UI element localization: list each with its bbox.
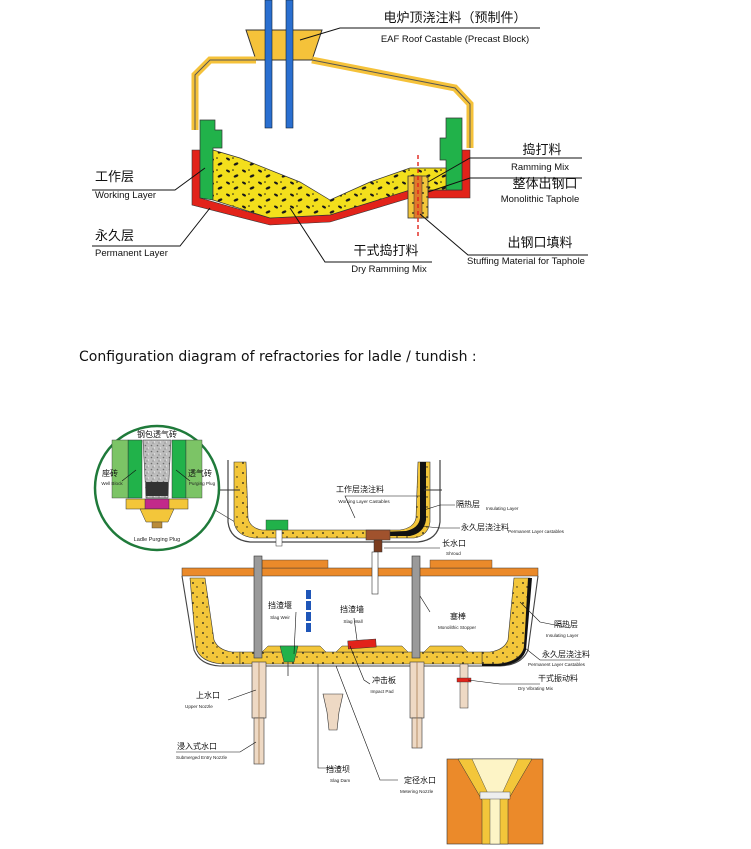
tundish-left-lining bbox=[189, 577, 241, 665]
eaf-working-layer-en: Working Layer bbox=[95, 190, 156, 201]
tundish-diagram: 挡渣堰 Slag Weir 挡渣墙 Slag Wall 塞棒 Monolithi… bbox=[176, 551, 590, 794]
upper-nozzle-cn: 上水口 bbox=[196, 690, 220, 700]
ladle-tundish-caption: Configuration diagram of refractories fo… bbox=[79, 349, 477, 365]
eaf-roof-castable-cn: 电炉顶浇注料（预制件） bbox=[383, 11, 526, 26]
purging-plug-inset: 钢包透气砖 座砖 Well Block 透气砖 Purging Plug Lad… bbox=[93, 424, 241, 552]
stopper-right bbox=[411, 555, 421, 659]
eaf-roof-funnel bbox=[245, 29, 323, 61]
tundish-shroud bbox=[371, 551, 379, 595]
purging-plug-core bbox=[146, 482, 168, 496]
eaf-monolithic-taphole-en: Monolithic Taphole bbox=[501, 194, 580, 205]
ladle-purging-plug-en: Ladle Purging Plug bbox=[134, 537, 180, 543]
tundish-permanent-cn: 永久层浇注料 bbox=[542, 649, 590, 659]
tundish-cover bbox=[181, 567, 539, 577]
ladle-permanent-layer bbox=[380, 462, 426, 536]
sen-en: Submerged Entry Nozzle bbox=[176, 755, 228, 760]
inset-title-cn: 钢包透气砖 bbox=[137, 429, 177, 439]
tundish-bottom-lining bbox=[239, 651, 483, 665]
sen-cn: 浸入式水口 bbox=[177, 741, 217, 751]
stopper-left bbox=[253, 555, 263, 659]
electrode-2 bbox=[285, 0, 294, 129]
slag-weir bbox=[306, 590, 311, 632]
eaf-dry-ramming-mix-en: Dry Ramming Mix bbox=[351, 264, 427, 275]
well-block-cn: 座砖 bbox=[102, 468, 118, 478]
eaf-permanent-layer-en: Permanent Layer bbox=[95, 248, 168, 259]
tundish-permanent-en: Permanent Layer Castables bbox=[528, 662, 586, 667]
upper-nozzle-en: Upper Nozzle bbox=[185, 704, 213, 709]
tundish-shell bbox=[181, 575, 539, 667]
eaf-roof-castable-en: EAF Roof Castable (Precast Block) bbox=[381, 34, 529, 45]
tundish-well-block bbox=[279, 645, 299, 663]
impact-pad bbox=[347, 638, 377, 650]
eaf-stuffing-material-en: Stuffing Material for Taphole bbox=[467, 256, 585, 267]
tundish-insulating-en: Insulating Layer bbox=[546, 633, 579, 638]
eaf-roof-left bbox=[191, 56, 256, 130]
dry-vibrating-en: Dry Vibrating Mix bbox=[518, 686, 554, 691]
ladle-permanent-castables-cn: 永久层浇注料 bbox=[461, 522, 509, 532]
eaf-diagram: 电炉顶浇注料（预制件） EAF Roof Castable (Precast B… bbox=[92, 0, 588, 275]
working-layer-castables-cn: 工作层浇注料 bbox=[336, 484, 384, 494]
eaf-working-layer-right bbox=[439, 117, 463, 191]
ladle-permanent-castables-en: Permanent Layer castables bbox=[508, 529, 565, 534]
purging-plug-cn: 透气砖 bbox=[188, 468, 212, 478]
shroud-en: Shroud bbox=[446, 551, 461, 556]
metering-nozzle-detail bbox=[446, 758, 544, 845]
ladle-working-layer bbox=[233, 461, 431, 539]
slag-weir-en: Slag Weir bbox=[270, 615, 290, 620]
slag-weir-cn: 挡渣堰 bbox=[268, 600, 292, 610]
impact-pad-cn: 冲击板 bbox=[372, 675, 396, 685]
eaf-working-layer-cn: 工作层 bbox=[95, 170, 134, 185]
metering-nozzle-en: Metering Nozzle bbox=[400, 789, 434, 794]
stopper-cn: 塞棒 bbox=[450, 611, 466, 621]
eaf-ramming-mix-cn: 捣打料 bbox=[522, 142, 561, 158]
eaf-monolithic-taphole-cn: 整体出钢口 bbox=[512, 177, 577, 192]
slag-dam-nozzle bbox=[322, 693, 344, 731]
eaf-permanent-layer-cn: 永久层 bbox=[95, 229, 134, 244]
eaf-stuffing-material-cn: 出钢口填料 bbox=[507, 236, 572, 251]
working-layer-castables-en: Working Layer Castables bbox=[338, 499, 390, 504]
shroud-cn: 长水口 bbox=[442, 538, 466, 548]
electrode-1 bbox=[264, 0, 273, 129]
slag-wall-cn: 挡渣墙 bbox=[340, 604, 364, 614]
slag-dam-en: Slag Dam bbox=[330, 778, 350, 783]
purging-plug-en: Purging Plug bbox=[189, 481, 216, 486]
ladle-diagram: 工作层浇注料 Working Layer Castables 隔热层 Insul… bbox=[220, 460, 565, 556]
impact-pad-en: Impact Pad bbox=[370, 689, 394, 694]
dry-vibrating-cn: 干式振动料 bbox=[538, 673, 578, 683]
metering-nozzle-cn: 定径水口 bbox=[404, 775, 436, 785]
tundish-right-lining bbox=[481, 577, 531, 665]
slag-dam-cn: 挡渣坝 bbox=[326, 764, 350, 774]
stopper-en: Monolithic Stopper bbox=[438, 625, 477, 630]
eaf-dry-ramming-mix-cn: 干式捣打料 bbox=[353, 243, 418, 259]
ladle-shell bbox=[227, 460, 441, 543]
well-block-en: Well Block bbox=[101, 481, 123, 486]
eaf-ramming-mix-en: Ramming Mix bbox=[511, 162, 569, 173]
eaf-working-layer-left bbox=[199, 119, 223, 201]
eaf-dry-ramming-mix bbox=[212, 149, 447, 219]
ladle-insulating-layer-cn: 隔热层 bbox=[456, 499, 480, 509]
slag-wall-en: Slag Wall bbox=[343, 619, 362, 624]
tundish-insulating-cn: 隔热层 bbox=[554, 619, 578, 629]
ladle-insulating-layer-en: Insulating Layer bbox=[486, 506, 519, 511]
